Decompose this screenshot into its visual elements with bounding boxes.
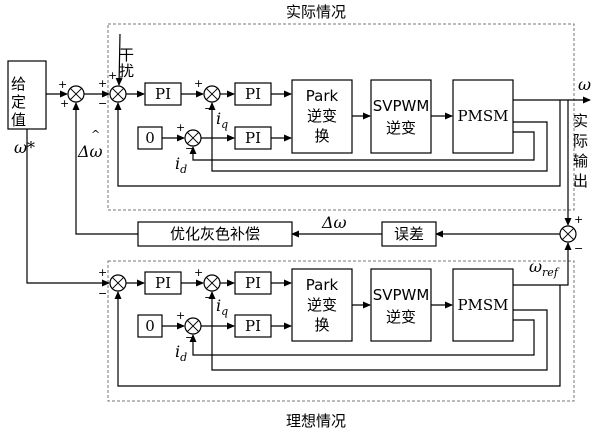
svg-text:−: − — [185, 331, 194, 344]
reference-symbol: ω* — [14, 138, 35, 157]
park-inverse-actual-label: Park 逆变换 — [306, 87, 339, 145]
iq-actual-label: iq — [216, 109, 228, 131]
id-actual-label: id — [175, 154, 187, 176]
svg-text:+: + — [58, 78, 67, 91]
pmsm-ideal-label: PMSM — [457, 296, 508, 314]
reference-input-block — [7, 60, 47, 130]
svg-text:+: + — [108, 69, 117, 82]
svg-text:−: − — [204, 291, 213, 304]
delta-omega-label: Δω — [321, 213, 347, 232]
d-reference-ideal-label: 0 — [145, 317, 155, 335]
actual-wires — [46, 33, 591, 286]
park-a-line-2: 换 — [314, 127, 329, 145]
svg-text:−: − — [98, 97, 107, 110]
output-omega-label: ω — [578, 75, 591, 94]
ideal-region-border — [107, 260, 575, 402]
pi-d-actual-label: PI — [245, 129, 261, 147]
svpwm-i-line-0: SVPWM — [373, 286, 430, 304]
id-a-subscript: d — [180, 163, 187, 176]
svg-text:+: + — [176, 309, 185, 322]
ideal-wires — [26, 129, 561, 387]
actual-region-border — [107, 23, 575, 211]
disturbance-label: 干扰 — [117, 47, 135, 79]
pi-speed-actual-label: PI — [155, 85, 171, 103]
id-a-base: i — [175, 154, 180, 173]
svg-text:+: + — [574, 213, 583, 226]
park-inverse-ideal-label: Park 逆变换 — [306, 276, 339, 334]
svg-text:+: + — [194, 266, 203, 279]
actual-region-title: 实际情况 — [286, 3, 346, 21]
iq-i-base: i — [216, 296, 221, 315]
park-i-line-2: 换 — [314, 316, 329, 334]
iq-a-base: i — [216, 109, 221, 128]
park-a-line-1: 逆变 — [307, 107, 337, 125]
svg-text:−: − — [98, 287, 107, 300]
svpwm-actual-block — [370, 79, 432, 154]
pi-d-ideal-label: PI — [245, 317, 261, 335]
sum-junction-error — [559, 225, 577, 243]
iq-ideal-label: iq — [216, 296, 228, 318]
pi-q-ideal-label: PI — [245, 274, 261, 292]
pi-q-actual-label: PI — [245, 85, 261, 103]
park-i-line-1: 逆变 — [307, 296, 337, 314]
svg-text:+: + — [60, 97, 69, 110]
sum-junction-compensation — [67, 85, 85, 103]
iq-i-subscript: q — [221, 305, 228, 318]
ideal-region-title: 理想情况 — [286, 412, 346, 430]
svpwm-ideal-label: SVPWM 逆变 — [373, 286, 430, 326]
svg-text:+: + — [98, 77, 107, 90]
estimate-hat-mark: ^ — [91, 128, 100, 141]
svg-text:+: + — [176, 121, 185, 134]
svpwm-actual-label: SVPWM 逆变 — [373, 97, 430, 137]
svg-text:−: − — [185, 142, 194, 155]
omega-ref-base: ω — [529, 257, 542, 276]
sign-markers: + + + − + + − + − + − + − + − + − — [58, 69, 583, 344]
id-i-base: i — [175, 342, 180, 361]
d-reference-actual-label: 0 — [145, 129, 155, 147]
svg-text:+: + — [194, 77, 203, 90]
omega-ref-subscript: ref — [542, 266, 560, 279]
pi-speed-ideal-label: PI — [155, 274, 171, 292]
sum-junction-speed-actual — [109, 85, 127, 103]
id-ideal-label: id — [175, 342, 187, 364]
sum-junction-speed-ideal — [109, 274, 127, 292]
svpwm-a-line-0: SVPWM — [373, 97, 430, 115]
compensator-block — [137, 221, 293, 247]
park-i-line-0: Park — [306, 276, 339, 294]
park-inverse-actual-block — [291, 79, 353, 154]
pmsm-ideal-block — [452, 268, 514, 342]
pmsm-actual-label: PMSM — [457, 107, 508, 125]
svg-text:+: + — [98, 266, 107, 279]
ideal-output-omega-ref: ωref — [529, 257, 560, 279]
pmsm-actual-block — [452, 79, 514, 154]
sum-junction-q-actual — [203, 85, 221, 103]
comp-feedback-label: Δω — [77, 142, 103, 161]
compensator-label: 优化灰色补偿 — [170, 225, 260, 243]
id-i-subscript: d — [180, 351, 187, 364]
svg-text:−: − — [574, 242, 583, 255]
svpwm-a-line-1: 逆变 — [386, 119, 416, 137]
reference-input-label: 给定值 — [9, 76, 27, 130]
error-block — [381, 221, 437, 247]
svg-text:−: − — [204, 102, 213, 115]
park-a-line-0: Park — [306, 87, 339, 105]
iq-a-subscript: q — [221, 118, 228, 131]
error-block-label: 误差 — [394, 225, 424, 243]
sum-junction-q-ideal — [203, 274, 221, 292]
actual-output-label: 实际输出 — [571, 113, 589, 193]
park-inverse-ideal-block — [291, 268, 353, 342]
svpwm-ideal-block — [370, 268, 432, 342]
svpwm-i-line-1: 逆变 — [386, 308, 416, 326]
